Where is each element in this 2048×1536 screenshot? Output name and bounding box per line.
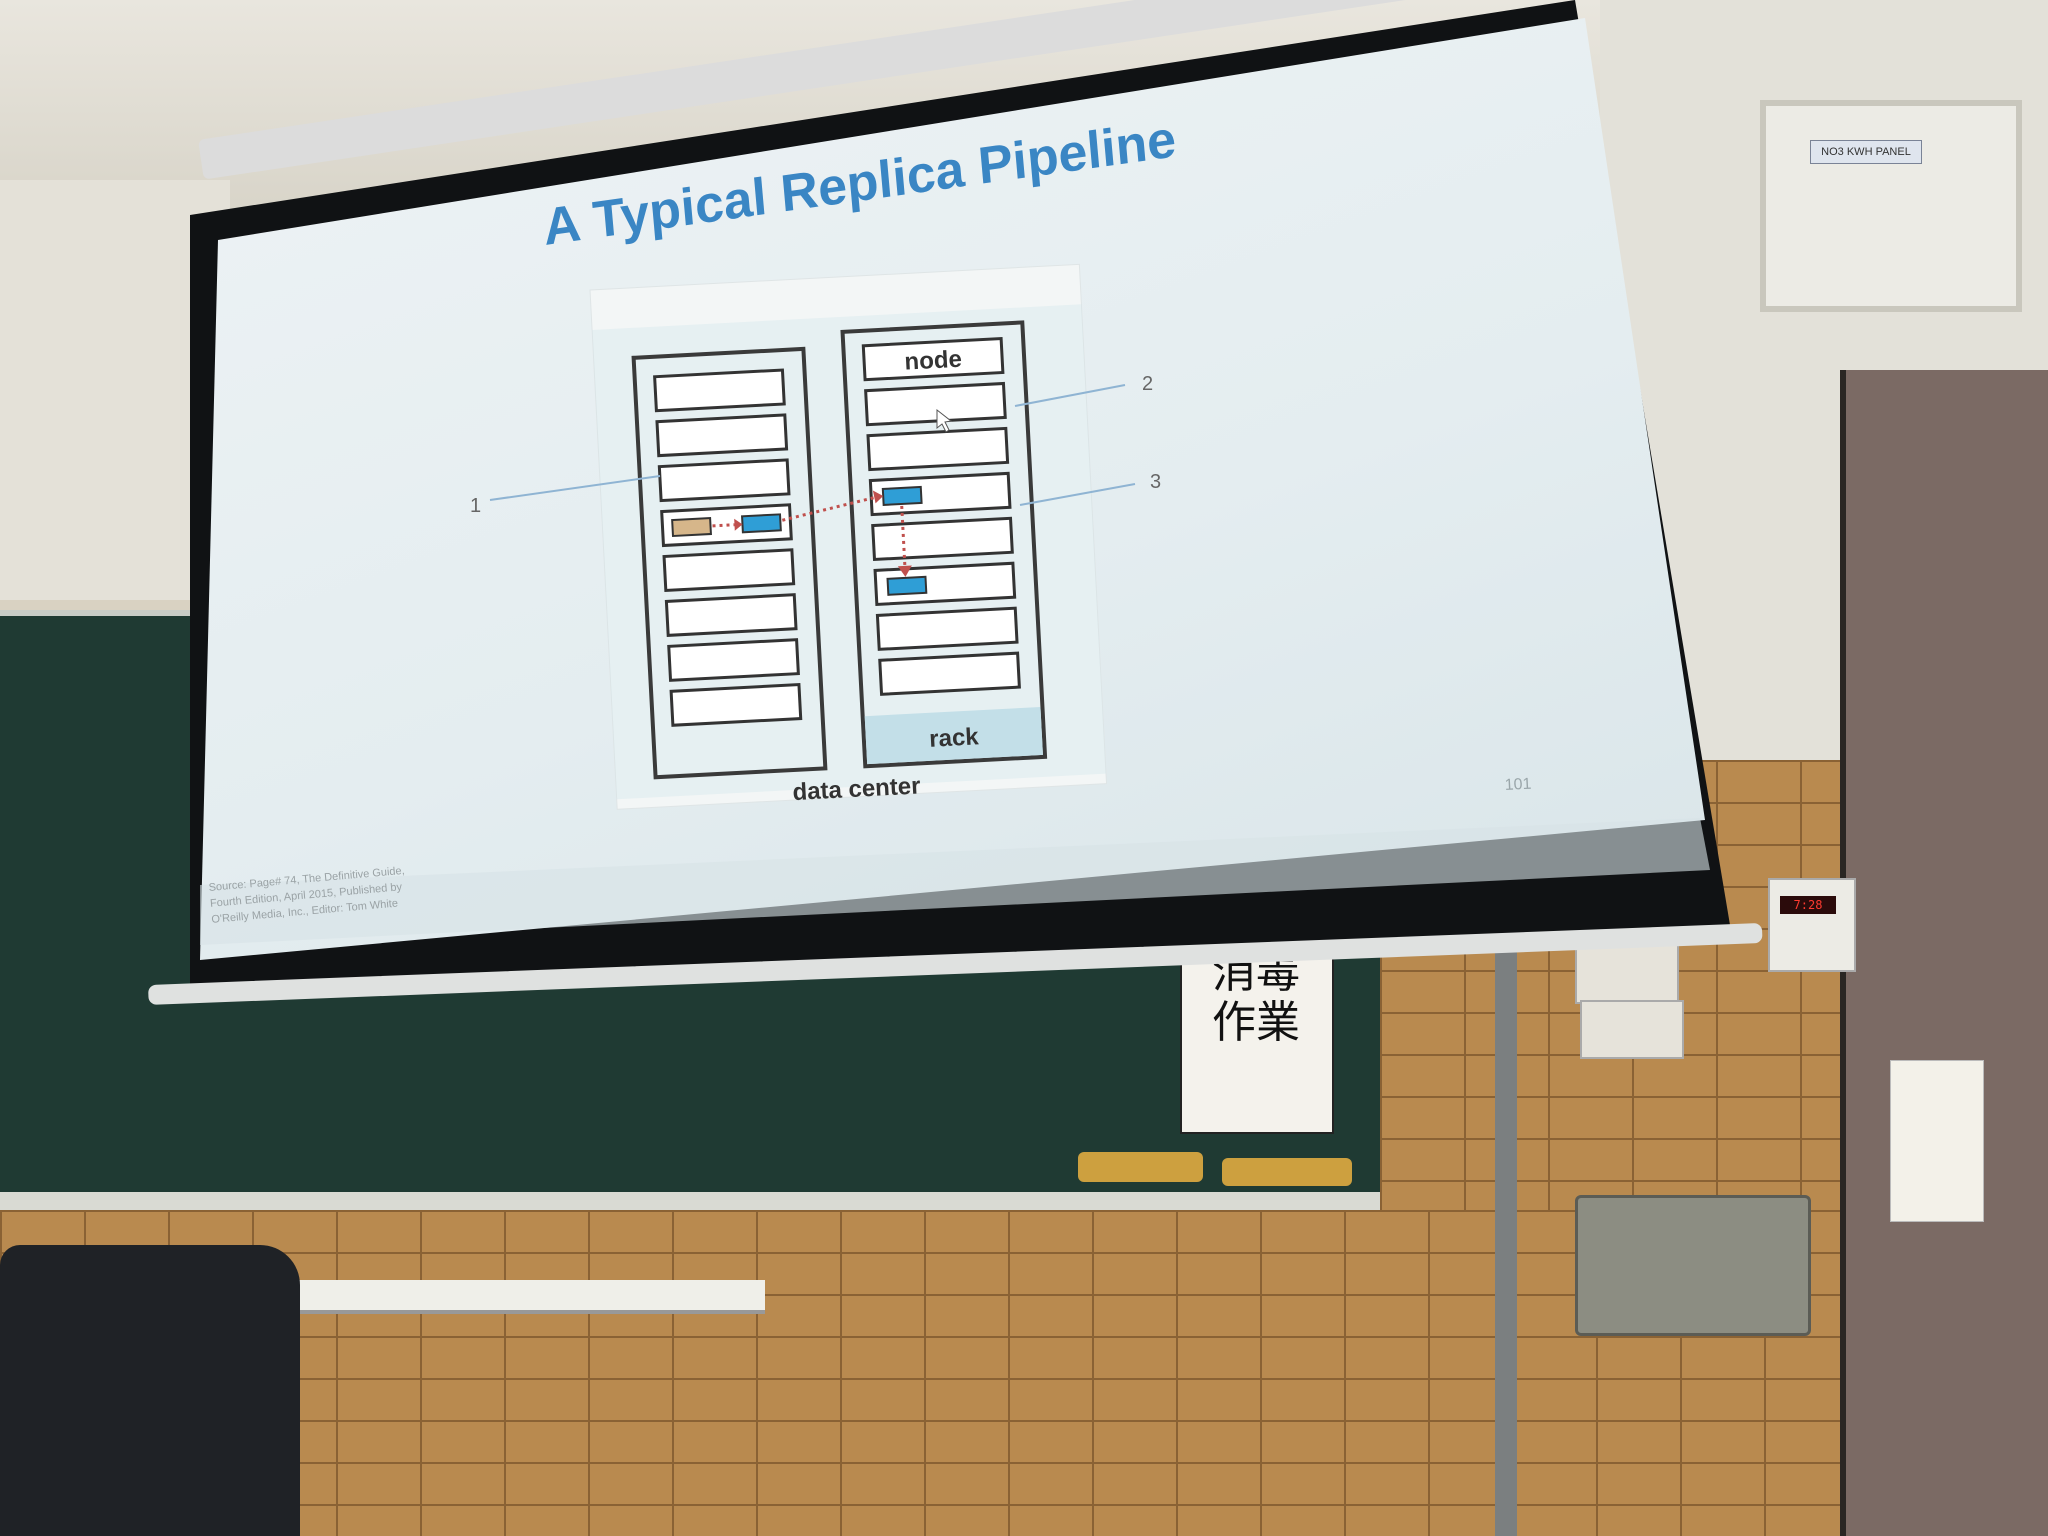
rack-left-nodes [653,368,803,727]
arrow-head [872,490,884,504]
node-box [669,683,803,727]
wall-clock [1768,878,1856,972]
wall-pipe [1495,930,1517,1536]
node-label: node [904,346,963,376]
door [1840,370,2048,1536]
arrow-head [734,518,743,531]
rack-label: rack [929,723,980,753]
node-box [878,651,1021,696]
page-number: 101 [1504,776,1532,794]
sign-line-2: 作業 [1212,997,1300,1048]
disinfection-sign [1180,940,1334,1134]
data-center-label: data center [792,772,921,806]
rack-shade [864,706,1043,765]
node-box [875,606,1019,651]
callout-line [489,475,661,501]
slide-footer-strip [200,818,1710,945]
pipeline-arrow-3 [900,505,907,568]
node-box [864,381,1007,427]
wall-heater [1575,1195,1811,1336]
callout-line [1019,483,1136,506]
panel-label: NO3 KWH PANEL [1810,140,1922,164]
callout-number-2: 2 [1142,373,1153,395]
node-box [871,516,1014,562]
node-box [653,368,786,413]
slide-title: A Typical Replica Pipeline [541,110,1178,257]
node-box [866,426,1010,472]
replica-block-2 [881,485,923,506]
rack-right-nodes [861,336,1021,696]
callout-1: 1 [470,475,661,517]
pipeline-arrow-2 [781,495,876,522]
replica-block-1 [741,513,782,534]
callout-number-3: 3 [1150,471,1161,493]
node-box [664,593,798,637]
electrical-cabinet [1760,100,2022,312]
callout-line [1014,384,1126,407]
rack-left [631,346,828,780]
node-box [657,458,791,503]
table [270,1280,765,1314]
eraser [1078,1152,1203,1182]
node-box-labelled [861,336,1005,382]
mouse-cursor-icon [936,408,953,433]
rack-right [840,320,1048,769]
callout-3: 3 [1019,471,1161,506]
node-box [662,548,796,593]
client-block [671,516,712,538]
light-switch [1580,1000,1684,1059]
node-box [655,413,789,458]
clock-display: 7:28 [1780,896,1836,914]
node-box [667,638,800,682]
eraser [1222,1158,1352,1186]
notice-paper [1890,1060,1984,1222]
callout-2: 2 [1014,373,1153,407]
arrow-head [897,565,912,577]
chair [0,1245,300,1536]
replica-block-3 [886,575,928,596]
callout-number-1: 1 [470,495,481,517]
